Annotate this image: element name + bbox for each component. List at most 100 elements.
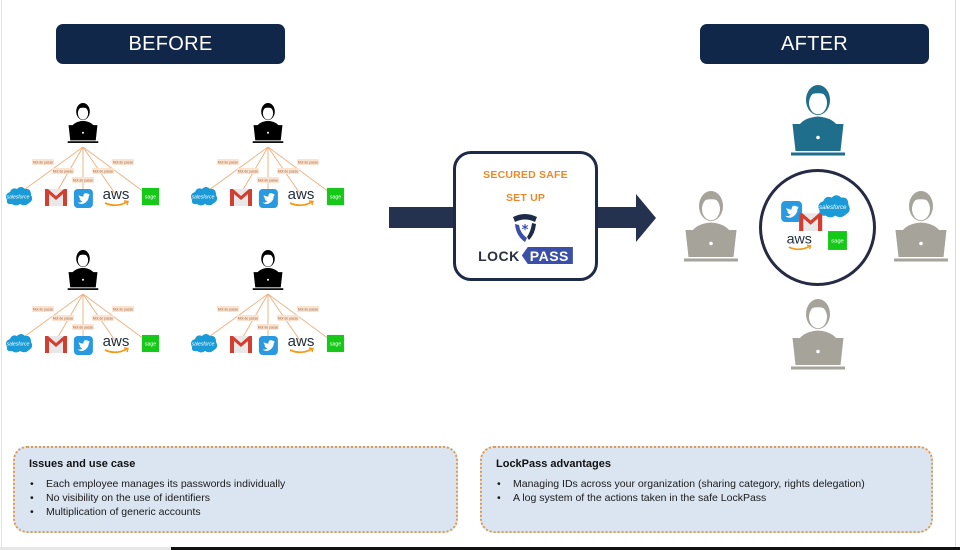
frame-right-edge (955, 0, 956, 548)
password-label: Mot de passe (72, 324, 94, 330)
secured-safe-box: SECURED SAFE SET UP * LOCK PASS (453, 151, 598, 281)
before-header: BEFORE (56, 24, 285, 64)
gmail-icon (799, 213, 823, 231)
svg-text:aws: aws (103, 186, 130, 203)
svg-text:salesforce: salesforce (7, 195, 30, 201)
svg-text:Mot de passe: Mot de passe (73, 178, 93, 182)
aws-icon: aws (288, 333, 315, 354)
gmail-icon (45, 336, 67, 353)
svg-text:Mot de passe: Mot de passe (93, 169, 113, 173)
issues-box: Issues and use case •Each employee manag… (13, 446, 458, 533)
password-label: Mot de passe (32, 159, 54, 165)
password-label: Mot de passe (257, 324, 279, 330)
aws-icon: aws (103, 186, 130, 207)
gmail-icon (230, 336, 252, 353)
salesforce-icon: salesforce (818, 195, 850, 218)
password-label: Mot de passe (277, 168, 299, 174)
arrow-in (389, 207, 456, 228)
after-user-top (785, 82, 851, 165)
aws-icon: aws (787, 231, 812, 251)
frame-left-edge (1, 0, 2, 550)
sage-icon: sage (326, 334, 345, 353)
advantages-title: LockPass advantages (496, 458, 611, 470)
user-figure (894, 191, 948, 262)
aws-icon: aws (103, 333, 130, 354)
svg-text:sage: sage (145, 341, 156, 347)
svg-text:Mot de passe: Mot de passe (218, 307, 238, 311)
password-edge (16, 293, 84, 343)
salesforce-icon: salesforce (191, 334, 218, 353)
user-laptop-icon (252, 250, 284, 290)
password-label: Mot de passe (92, 315, 114, 321)
svg-text:Mot de passe: Mot de passe (238, 169, 258, 173)
issues-item: •No visibility on the use of identifiers (30, 492, 210, 504)
password-edge (201, 293, 269, 343)
svg-text:Mot de passe: Mot de passe (218, 160, 238, 164)
svg-text:Mot de passe: Mot de passe (298, 307, 318, 311)
twitter-icon (781, 201, 803, 223)
password-label: Mot de passe (237, 168, 259, 174)
svg-text:aws: aws (288, 186, 315, 203)
bottom-edge (0, 547, 171, 550)
password-label: Mot de passe (217, 159, 239, 165)
password-edge (82, 146, 149, 196)
after-header: AFTER (700, 24, 929, 64)
lockpass-logo: * LOCK PASS (478, 212, 573, 264)
svg-text:Mot de passe: Mot de passe (258, 325, 278, 329)
bottom-bar (171, 547, 960, 550)
user-figure (684, 191, 738, 262)
password-label: Mot de passe (297, 306, 319, 312)
svg-text:sage: sage (330, 341, 341, 347)
safe-title-line1: SECURED SAFE (483, 169, 568, 181)
svg-text:sage: sage (831, 239, 844, 245)
sage-icon: sage (828, 231, 847, 250)
salesforce-icon: salesforce (6, 187, 33, 206)
svg-text:*: * (522, 223, 529, 238)
issues-item: •Multiplication of generic accounts (30, 506, 201, 518)
svg-text:Mot de passe: Mot de passe (33, 307, 53, 311)
svg-text:aws: aws (103, 333, 130, 350)
password-edge (267, 146, 334, 196)
password-label: Mot de passe (277, 315, 299, 321)
svg-text:Mot de passe: Mot de passe (278, 169, 298, 173)
password-edge (82, 293, 149, 343)
svg-text:aws: aws (288, 333, 315, 350)
lockpass-shield-icon: * (513, 214, 538, 242)
user-laptop-icon (684, 191, 738, 262)
advantages-item: •Managing IDs across your organization (… (497, 478, 865, 490)
user-laptop-icon (791, 299, 845, 370)
user-laptop-icon (791, 85, 845, 156)
svg-text:Mot de passe: Mot de passe (53, 316, 73, 320)
password-edge (267, 293, 334, 343)
password-label: Mot de passe (112, 306, 134, 312)
after-user-left (678, 188, 744, 271)
shared-safe-hub: salesforce aws sage (759, 169, 876, 286)
gmail-icon (45, 189, 67, 206)
svg-text:Mot de passe: Mot de passe (53, 169, 73, 173)
issues-list: •Each employee manages its passwords ind… (29, 477, 442, 519)
password-label: Mot de passe (32, 306, 54, 312)
advantages-list: •Managing IDs across your organization (… (496, 477, 917, 505)
svg-text:sage: sage (330, 194, 341, 200)
password-edge (201, 146, 269, 196)
svg-text:Mot de passe: Mot de passe (33, 160, 53, 164)
password-label: Mot de passe (112, 159, 134, 165)
arrow-out-head (636, 194, 656, 242)
svg-text:Mot de passe: Mot de passe (298, 160, 318, 164)
lockpass-word-pass: PASS (521, 247, 573, 264)
twitter-icon (258, 188, 278, 208)
user-laptop-icon (894, 191, 948, 262)
hub-services: salesforce aws sage (781, 195, 850, 251)
svg-text:aws: aws (787, 231, 812, 247)
lockpass-wordmark: LOCK PASS (478, 247, 573, 264)
issues-title: Issues and use case (29, 458, 136, 470)
arrow-out-shaft (598, 207, 638, 228)
svg-text:sage: sage (145, 194, 156, 200)
salesforce-icon: salesforce (6, 334, 33, 353)
